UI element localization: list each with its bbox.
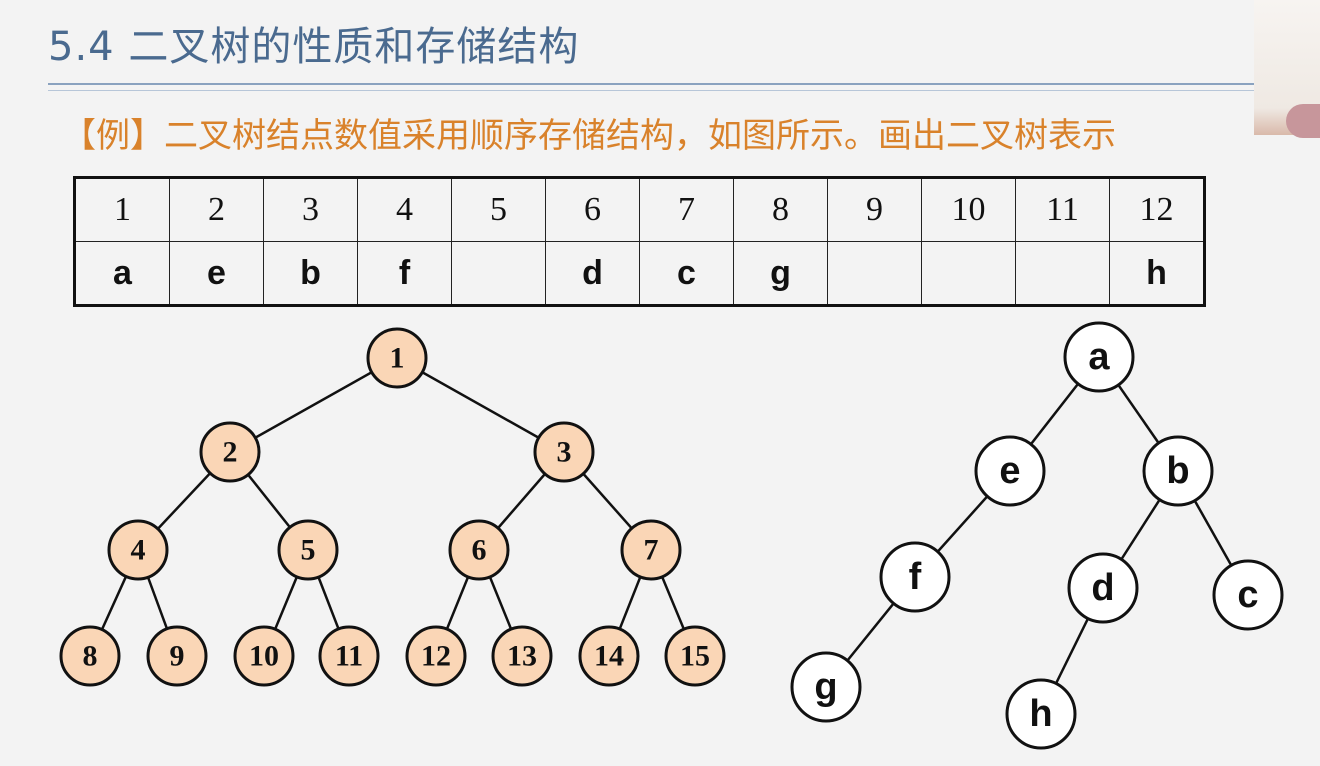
index-cell: 3 — [263, 177, 358, 242]
value-cell: e — [169, 241, 264, 306]
complete-tree-node — [146, 625, 208, 687]
index-cell: 9 — [827, 177, 922, 242]
title-underline — [48, 83, 1258, 85]
value-cell: g — [733, 241, 828, 306]
example-text: 【例】二叉树结点数值采用顺序存储结构，如图所示。画出二叉树表示 — [62, 116, 1116, 156]
complete-node-label: 3 — [557, 436, 572, 469]
result-tree-nodes — [790, 321, 1284, 750]
index-cell: 11 — [1015, 177, 1110, 242]
complete-tree-nodes — [59, 327, 726, 687]
result-node-label: g — [814, 666, 837, 708]
index-cell: 8 — [733, 177, 828, 242]
slide-title: 5.4 二叉树的性质和存储结构 — [48, 24, 580, 70]
value-cell — [827, 241, 922, 306]
complete-tree-node — [578, 625, 640, 687]
complete-tree-node — [620, 519, 682, 581]
result-node-label: e — [999, 450, 1020, 492]
complete-node-label: 5 — [301, 534, 316, 567]
result-tree-node — [974, 435, 1046, 507]
complete-node-label: 7 — [644, 534, 659, 567]
complete-node-label: 14 — [594, 640, 624, 673]
complete-tree-node — [199, 421, 261, 483]
complete-tree-edges — [88, 356, 697, 657]
result-tree-node — [1005, 678, 1077, 750]
complete-tree-node — [233, 625, 295, 687]
index-cell: 4 — [357, 177, 452, 242]
complete-tree-node — [277, 519, 339, 581]
complete-tree-node — [448, 519, 510, 581]
value-cell: h — [1109, 241, 1205, 306]
result-node-label: h — [1029, 693, 1052, 735]
presenter-hand — [1286, 104, 1320, 138]
complete-node-label: 6 — [472, 534, 487, 567]
index-cell: 2 — [169, 177, 264, 242]
result-node-label: b — [1166, 450, 1189, 492]
value-cell: b — [263, 241, 358, 306]
complete-tree-node — [318, 625, 380, 687]
value-cell: a — [74, 241, 170, 306]
result-tree-node — [879, 541, 951, 613]
complete-node-label: 8 — [83, 640, 98, 673]
result-node-label: f — [909, 556, 922, 598]
value-cell: d — [545, 241, 640, 306]
result-node-label: d — [1091, 567, 1114, 609]
complete-tree-node — [59, 625, 121, 687]
complete-node-label: 2 — [223, 436, 238, 469]
result-tree-node — [1067, 552, 1139, 624]
result-node-label: a — [1088, 336, 1110, 378]
complete-tree-node — [107, 519, 169, 581]
index-cell: 10 — [921, 177, 1016, 242]
complete-node-label: 11 — [335, 640, 363, 673]
value-cell — [1015, 241, 1110, 306]
complete-node-label: 9 — [170, 640, 185, 673]
result-tree-node — [1063, 321, 1135, 393]
result-node-label: c — [1237, 574, 1258, 616]
complete-node-label: 1 — [390, 342, 405, 375]
index-row: 1 2 3 4 5 6 7 8 9 10 11 12 — [74, 177, 1205, 242]
complete-node-label: 13 — [507, 640, 537, 673]
complete-node-label: 10 — [249, 640, 279, 673]
value-cell — [921, 241, 1016, 306]
complete-tree-node — [664, 625, 726, 687]
result-tree-node — [1142, 435, 1214, 507]
sequential-storage-table: 1 2 3 4 5 6 7 8 9 10 11 12 a e b f d c g… — [73, 176, 1206, 307]
value-cell — [451, 241, 546, 306]
complete-tree-node — [491, 625, 553, 687]
result-tree-node — [790, 651, 862, 723]
complete-node-label: 15 — [680, 640, 710, 673]
complete-tree-node — [533, 421, 595, 483]
complete-node-label: 4 — [131, 534, 146, 567]
complete-tree-node — [366, 327, 428, 389]
result-tree-node — [1212, 559, 1284, 631]
result-tree-edges — [825, 356, 1250, 715]
complete-node-label: 12 — [421, 640, 451, 673]
presenter-video — [1254, 0, 1320, 138]
value-row: a e b f d c g h — [74, 241, 1205, 306]
value-cell: f — [357, 241, 452, 306]
complete-tree-node — [405, 625, 467, 687]
title-underline-thin — [48, 90, 1258, 91]
